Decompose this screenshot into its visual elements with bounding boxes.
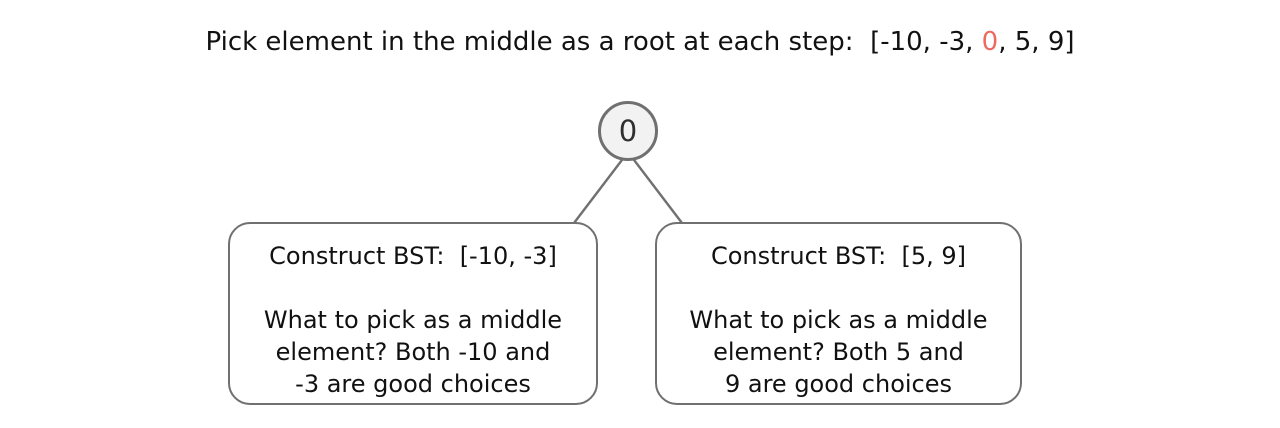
root-node-label: 0 — [618, 114, 638, 148]
right-subtree-box: Construct BST: [5, 9] What to pick as a … — [655, 222, 1022, 405]
right-box-body: What to pick as a middle element? Both 5… — [657, 304, 1020, 400]
box-body-line: -3 are good choices — [295, 370, 531, 398]
page-title-suffix: , 5, 9] — [998, 27, 1075, 57]
page-title-prefix: Pick element in the middle as a root at … — [205, 27, 982, 57]
box-body-line: element? Both -10 and — [275, 338, 551, 366]
root-node: 0 — [598, 101, 658, 161]
left-box-body: What to pick as a middle element? Both -… — [230, 304, 596, 400]
left-subtree-box: Construct BST: [-10, -3] What to pick as… — [228, 222, 598, 405]
box-body-line: What to pick as a middle — [689, 306, 988, 334]
edge-left — [573, 155, 626, 224]
edge-right — [630, 155, 683, 224]
right-box-title: Construct BST: [5, 9] — [710, 242, 967, 270]
box-body-line: What to pick as a middle — [263, 306, 563, 334]
box-body-line: element? Both 5 and — [713, 338, 964, 366]
page-title: Pick element in the middle as a root at … — [0, 24, 1280, 60]
left-box-title: Construct BST: [-10, -3] — [269, 242, 557, 270]
page-title-highlight: 0 — [981, 27, 999, 57]
box-body-line: 9 are good choices — [724, 370, 953, 398]
